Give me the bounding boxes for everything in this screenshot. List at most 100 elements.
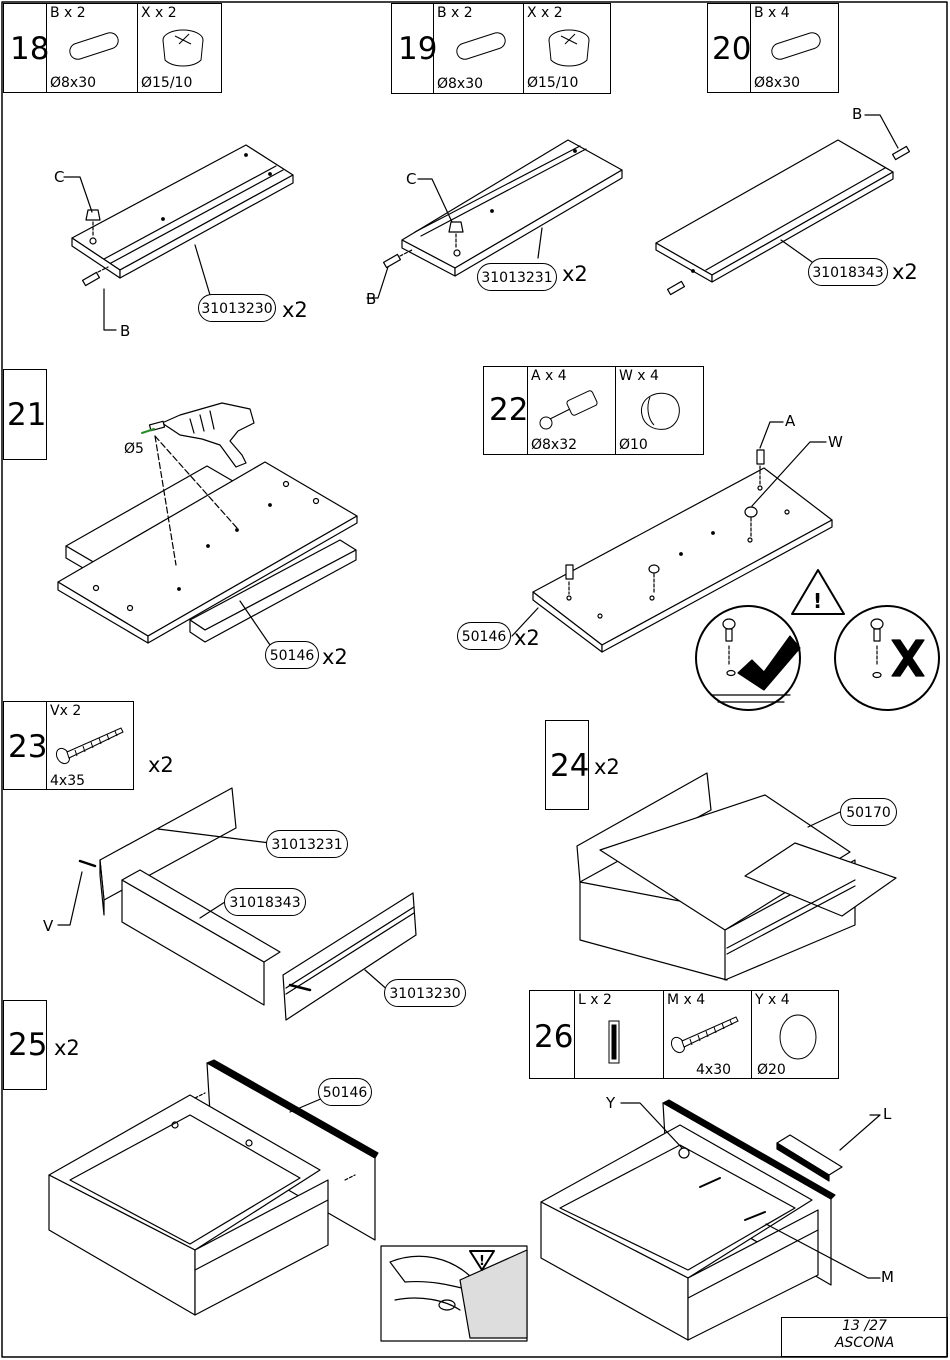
label-b: B	[852, 105, 863, 123]
part-qty: A x 4	[531, 368, 567, 384]
dowel-icon	[69, 32, 119, 60]
part-qty: L x 2	[578, 992, 612, 1008]
part-qty: M x 4	[667, 992, 706, 1008]
step-25-box: 25	[3, 1000, 47, 1090]
cross-detail	[834, 605, 940, 711]
part-number-callout: 31013230	[384, 979, 466, 1007]
part-number-callout: 50170	[840, 798, 897, 826]
step-number: 19	[398, 31, 438, 67]
step-number: 26	[534, 1019, 574, 1055]
part-qty: B x 4	[754, 5, 790, 21]
part-cell: B x 4 Ø8x30	[750, 4, 840, 92]
warning-triangle-icon	[791, 569, 845, 615]
quantity-multiplier: x2	[562, 262, 588, 286]
part-cell: X x 2 Ø15/10	[137, 4, 223, 92]
drill-icon	[141, 402, 255, 468]
label-c: C	[406, 170, 417, 188]
step-20-parts: 20 B x 4 Ø8x30	[707, 3, 839, 93]
panel-cam-bolts	[511, 421, 833, 653]
part-number-callout: 50146	[318, 1078, 372, 1106]
part-qty: B x 2	[437, 5, 473, 21]
quantity-multiplier: x2	[322, 645, 348, 669]
drill-panels	[57, 435, 358, 646]
cam-bolt-icon	[539, 390, 598, 430]
label-a: A	[785, 412, 796, 430]
part-cell: Y x 4 Ø20	[751, 991, 840, 1078]
step-number: 25	[8, 1027, 48, 1063]
part-dim: Ø15/10	[527, 75, 579, 91]
step-18-parts: 18 B x 2 Ø8x30 X x 2 Ø15/10	[3, 3, 222, 93]
part-number-callout: 31018343	[808, 258, 888, 286]
part-dim: Ø20	[757, 1062, 786, 1078]
part-number-callout: 31013230	[198, 294, 276, 322]
label-v: V	[43, 917, 54, 935]
part-dim: Ø8x30	[754, 75, 801, 91]
part-cell: L x 2	[574, 991, 663, 1078]
part-number-callout: 31013231	[477, 263, 557, 291]
label-b: B	[120, 322, 131, 340]
quantity-multiplier: x2	[148, 753, 174, 777]
part-dim: Ø8x30	[437, 76, 484, 92]
panel-31013230	[63, 144, 294, 331]
part-qty: X x 2	[141, 5, 177, 21]
step-24-box: 24	[545, 720, 589, 810]
disc-cap-icon	[779, 1014, 817, 1060]
check-detail	[695, 605, 801, 711]
warning-exclamation: !	[479, 1254, 485, 1269]
part-cell: M x 4 4x30	[663, 991, 751, 1078]
drawer-with-front	[48, 1059, 379, 1316]
part-dim: Ø10	[619, 437, 648, 453]
drawer-parts	[57, 787, 417, 1021]
part-qty: B x 2	[50, 5, 86, 21]
part-dim: 4x35	[50, 773, 86, 789]
quantity-multiplier: x2	[594, 755, 620, 779]
part-cell: Vx 2 4x35	[46, 702, 135, 789]
step-23-parts: 23 Vx 2 4x35	[3, 701, 134, 790]
part-cell: A x 4 Ø8x32	[527, 367, 615, 454]
step-number: 21	[7, 397, 47, 433]
handling-warning-inset	[380, 1245, 528, 1342]
part-dim: Ø8x32	[531, 437, 578, 453]
part-dim: Ø8x30	[50, 75, 97, 91]
part-qty: X x 2	[527, 5, 563, 21]
cap-icon	[640, 392, 680, 430]
step-26-parts: 26 L x 2 M x 4 4x30 Y x 4 Ø20	[529, 990, 839, 1079]
label-c: C	[54, 168, 65, 186]
panel-31018343	[655, 114, 911, 296]
step-number: 24	[550, 748, 590, 784]
handle-icon	[608, 1020, 620, 1064]
quantity-multiplier: x2	[282, 298, 308, 322]
part-cell: W x 4 Ø10	[615, 367, 705, 454]
part-qty: W x 4	[619, 368, 659, 384]
part-cell: X x 2 Ø15/10	[523, 4, 612, 93]
product-name: ASCONA	[834, 1335, 895, 1351]
part-qty: Vx 2	[50, 703, 82, 719]
quantity-multiplier: x2	[54, 1036, 80, 1060]
warning-exclamation: !	[813, 589, 823, 613]
dowel-icon	[771, 32, 821, 60]
step-19-parts: 19 B x 2 Ø8x30 X x 2 Ø15/10	[391, 3, 611, 94]
part-dim: Ø15/10	[141, 75, 193, 91]
quantity-multiplier: x2	[514, 626, 540, 650]
part-qty: Y x 4	[755, 992, 790, 1008]
screw-icon	[55, 727, 124, 765]
step-number: 22	[489, 392, 529, 428]
label-y: Y	[606, 1094, 616, 1112]
label-w: W	[828, 433, 843, 451]
cam-lock-icon	[162, 29, 204, 67]
step-number: 23	[8, 729, 48, 765]
part-number-callout: 31013231	[266, 830, 348, 858]
step-22-parts: 22 A x 4 Ø8x32 W x 4 Ø10	[483, 366, 704, 455]
part-number-callout: 50146	[457, 622, 511, 650]
label-b: B	[366, 290, 377, 308]
label-l: L	[883, 1105, 892, 1123]
drill-diameter: Ø5	[124, 441, 144, 457]
label-m: M	[881, 1268, 894, 1286]
cam-lock-icon	[548, 29, 590, 67]
dowel-icon	[456, 32, 506, 60]
screw-icon	[670, 1016, 739, 1054]
part-number-callout: 31018343	[224, 888, 306, 916]
part-cell: B x 2 Ø8x30	[46, 4, 137, 92]
drawer-with-handle	[540, 1099, 881, 1341]
